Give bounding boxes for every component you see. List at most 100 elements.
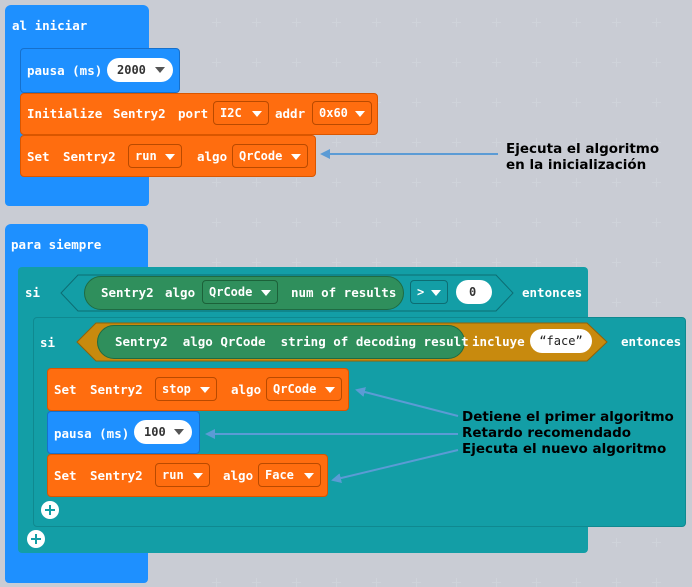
decoding-result-label: Sentry2 algo QrCode string of decoding r…: [115, 334, 469, 349]
grid-cross: [492, 258, 501, 267]
grid-cross: [612, 178, 621, 187]
grid-cross: [652, 298, 661, 307]
addr-dropdown[interactable]: 0x60: [312, 101, 372, 125]
operator-value: >: [417, 285, 425, 299]
grid-cross: [252, 58, 261, 67]
grid-cross: [572, 218, 581, 227]
grid-cross: [252, 178, 261, 187]
grid-cross: [492, 218, 501, 227]
grid-cross: [452, 58, 461, 67]
if-label: si: [25, 285, 41, 300]
chevron-down-icon: [193, 473, 203, 479]
algo-label: algo: [197, 149, 228, 164]
pause-value: 2000: [117, 63, 146, 77]
algo-value: QrCode: [209, 285, 253, 299]
grid-cross: [532, 578, 541, 587]
chevron-down-icon: [261, 290, 271, 296]
pause-value-dropdown[interactable]: 2000: [107, 58, 173, 82]
grid-cross: [212, 178, 221, 187]
port-dropdown[interactable]: I2C: [213, 101, 269, 125]
mode-dropdown[interactable]: run: [128, 144, 182, 168]
on-start-label: al iniciar: [12, 18, 88, 33]
string-value: face: [546, 334, 576, 348]
grid-cross: [612, 58, 621, 67]
chevron-down-icon: [155, 67, 165, 73]
grid-cross: [452, 178, 461, 187]
grid-cross: [532, 178, 541, 187]
algo-dropdown[interactable]: QrCode: [202, 280, 278, 304]
annotation-init-line2: en la inicialización: [506, 157, 647, 173]
mode-value: run: [162, 468, 184, 482]
grid-cross: [652, 218, 661, 227]
grid-cross: [332, 218, 341, 227]
outer-if-add-icon[interactable]: [27, 530, 45, 548]
pause-value-dropdown[interactable]: 100: [134, 420, 192, 444]
grid-cross: [532, 258, 541, 267]
grid-cross: [612, 578, 621, 587]
chevron-down-icon: [304, 473, 314, 479]
mode-value: run: [135, 149, 157, 163]
grid-cross: [292, 578, 301, 587]
grid-cross: [412, 98, 421, 107]
grid-cross: [452, 218, 461, 227]
set-label: Set: [27, 149, 50, 164]
inner-if-add-icon[interactable]: [41, 501, 59, 519]
grid-cross: [412, 578, 421, 587]
pause-label: pausa (ms): [54, 426, 130, 441]
sentry-label: Sentry2: [113, 106, 166, 121]
mode-dropdown[interactable]: run: [155, 463, 210, 487]
grid-cross: [332, 18, 341, 27]
forever-label: para siempre: [11, 237, 102, 252]
mode-value: stop: [162, 382, 191, 396]
operator-dropdown[interactable]: >: [410, 280, 448, 304]
arrow-run: [331, 449, 459, 483]
grid-cross: [212, 58, 221, 67]
grid-cross: [412, 258, 421, 267]
grid-cross: [332, 178, 341, 187]
algo-dropdown[interactable]: QrCode: [232, 144, 308, 168]
grid-cross: [492, 178, 501, 187]
annotation-stop: Detiene el primer algoritmo: [462, 409, 674, 425]
grid-cross: [372, 58, 381, 67]
grid-cross: [372, 178, 381, 187]
grid-cross: [292, 218, 301, 227]
number-input[interactable]: 0: [456, 280, 492, 304]
algo-dropdown[interactable]: Face: [258, 463, 321, 487]
grid-cross: [452, 258, 461, 267]
grid-cross: [492, 578, 501, 587]
sentry-label: Sentry2: [90, 468, 143, 483]
grid-cross: [532, 58, 541, 67]
chevron-down-icon: [174, 429, 184, 435]
grid-cross: [452, 578, 461, 587]
grid-cross: [332, 138, 341, 147]
grid-cross: [572, 58, 581, 67]
if-label: si: [40, 335, 56, 350]
grid-cross: [252, 258, 261, 267]
grid-cross: [292, 178, 301, 187]
mode-dropdown[interactable]: stop: [155, 377, 217, 401]
grid-cross: [372, 258, 381, 267]
grid-cross: [452, 138, 461, 147]
grid-cross: [572, 258, 581, 267]
grid-cross: [332, 58, 341, 67]
set-label: Set: [54, 468, 77, 483]
string-input[interactable]: “face”: [530, 329, 592, 353]
chevron-down-icon: [200, 387, 210, 393]
decoding-result-reporter[interactable]: [97, 325, 465, 359]
pause-label: pausa (ms): [27, 63, 103, 78]
grid-cross: [612, 98, 621, 107]
grid-cross: [252, 18, 261, 27]
grid-cross: [652, 538, 661, 547]
grid-cross: [492, 18, 501, 27]
num-results-label: num of results: [291, 285, 397, 300]
sentry-label: Sentry2: [90, 382, 143, 397]
grid-cross: [652, 138, 661, 147]
grid-cross: [372, 218, 381, 227]
grid-cross: [652, 578, 661, 587]
sentry-label: Sentry2: [101, 285, 154, 300]
set-label: Set: [54, 382, 77, 397]
algo-dropdown[interactable]: QrCode: [266, 377, 342, 401]
grid-cross: [652, 58, 661, 67]
grid-cross: [612, 258, 621, 267]
